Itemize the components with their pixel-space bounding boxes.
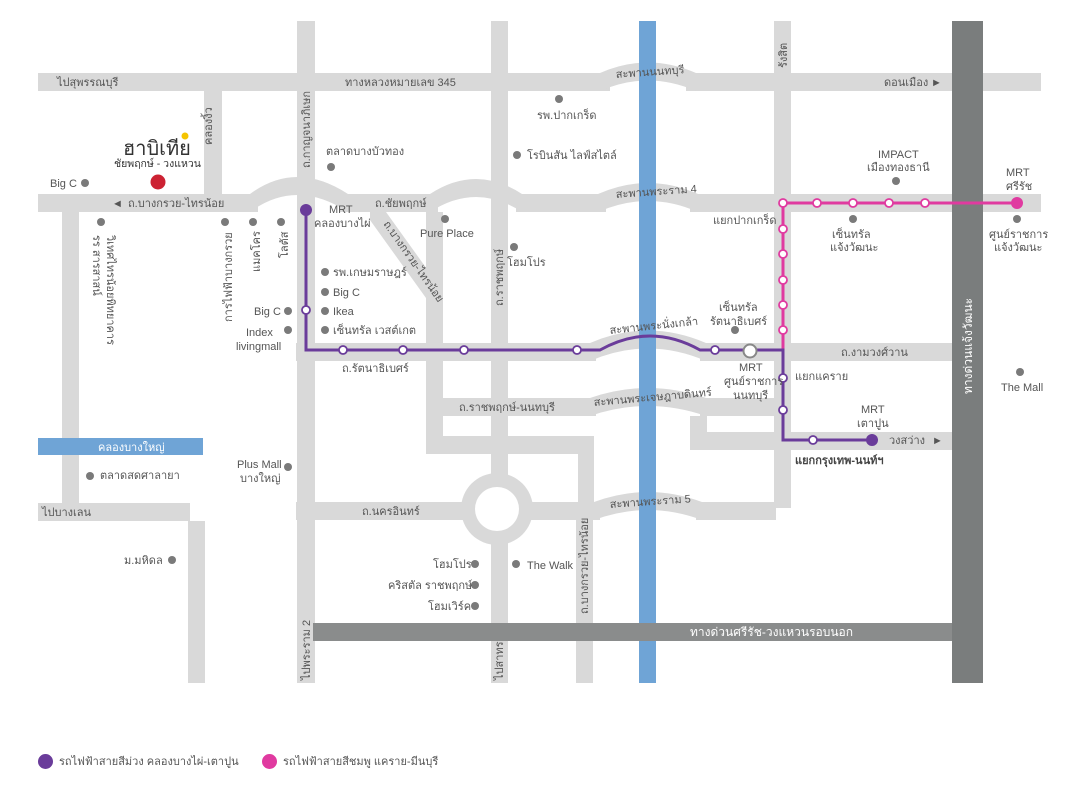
bridge-rama4-label: สะพานพระราม 4: [615, 183, 697, 201]
roundabout-center: [475, 487, 519, 531]
poi-homework: โฮมเวิร์ค: [428, 599, 471, 613]
to-suphan-label: ไปสุพรรณบุรี: [56, 76, 118, 89]
sri-rat-station-marker: [1011, 197, 1023, 209]
accent-dot: [181, 132, 189, 140]
poi-plus-mall-1: Plus Mall: [237, 459, 282, 471]
station-sri-rat-2: ศรีรัช: [1006, 180, 1032, 193]
kanchanaphisek-label: ถ.กาญจนาภิเษก: [301, 91, 313, 168]
poi-homepro-2: โฮมโปร: [433, 557, 472, 571]
ratchaphruek-nonthaburi-label: ถ.ราชพฤกษ์-นนทบุรี: [459, 401, 555, 414]
to-donmueang-label: ดอนเมือง: [884, 76, 928, 89]
pink-line-stations: [778, 198, 930, 335]
station-khlong-bang-phai-1: MRT: [329, 204, 353, 216]
nakhon-in-label: ถ.นครอินทร์: [362, 505, 420, 518]
chaengwattana-exp-label: ทางด่วนแจ้งวัฒนะ: [961, 298, 975, 394]
junction-bkk-non: แยกกรุงเทพ-นนท์ฯ: [795, 454, 884, 468]
ngam-wong-wan-label: ถ.งามวงศ์วาน: [841, 346, 908, 359]
poi-the-mall: The Mall: [1001, 382, 1043, 394]
school-road-label-2: วิเทศไทรน้อยพิทยาคาร: [104, 234, 117, 345]
poi-index: Index: [246, 327, 273, 339]
chaengwattana-expressway: [952, 21, 983, 683]
to-bang-len-label: ไปบางเลน: [41, 506, 92, 519]
station-tao-poon-1: MRT: [861, 404, 885, 416]
poi-central-ratta-1: เซ็นทรัล: [719, 300, 758, 314]
poi-mahidol: ม.มหิดล: [124, 555, 163, 567]
pink-line-swatch: [262, 753, 277, 769]
poi-pak-kret-hospital: รพ.ปากเกร็ด: [537, 108, 597, 122]
ministry-station-marker: [742, 343, 758, 359]
west-arrow: ◄: [112, 198, 123, 210]
poi-gov-center-1: ศูนย์ราชการ: [989, 228, 1048, 241]
poi-bang-bua-thong-market: ตลาดบางบัวทอง: [326, 146, 404, 158]
khlong-bang-phai-station-marker: [300, 204, 312, 216]
rattanathibet-label: ถ.รัตนาธิเบศร์: [342, 362, 409, 375]
station-khlong-bang-phai-2: คลองบางไผ่: [314, 217, 371, 230]
poi-homepro-1: โฮมโปร: [507, 255, 546, 269]
lotus-label: โลตัส: [277, 231, 291, 258]
bang-kruai-sai-noi-label: ถ.บางกรวย-ไทรน้อย: [128, 197, 224, 210]
wong-sawang-arrow: ►: [932, 435, 943, 447]
purple-line: [304, 210, 872, 442]
project-marker: [150, 174, 166, 190]
to-rama2-label: ไปพระราม 2: [300, 620, 313, 681]
station-sri-rat-1: MRT: [1006, 167, 1030, 179]
poi-plus-mall-2: บางใหญ่: [240, 472, 281, 485]
project-subtitle: ชัยพฤกษ์ - วงแหวน: [114, 157, 201, 170]
poi-big-c-west: Big C: [50, 178, 77, 190]
chao-phraya-river: [639, 21, 656, 683]
poi-livingmall: livingmall: [236, 341, 281, 353]
station-ministry-2: ศูนย์ราชการ: [724, 375, 783, 388]
poi-central-ratta-2: รัตนาธิเบศร์: [710, 315, 767, 328]
poi-muang-thong: เมืองทองธานี: [867, 161, 930, 174]
poi-the-walk: The Walk: [527, 560, 574, 572]
outer-ring-exp-label: ทางด่วนศรีรัช-วงแหวนรอบนอก: [690, 625, 853, 639]
purple-line-swatch: [38, 753, 53, 769]
khlong-bang-yai-label: คลองบางใหญ่: [98, 441, 165, 454]
station-tao-poon-2: เตาปูน: [857, 418, 889, 430]
to-donmueang-arrow: ►: [931, 77, 942, 89]
wong-sawang-label: วงสว่าง: [889, 435, 925, 447]
bridge-rama5-label: สะพานพระราม 5: [609, 493, 691, 511]
purple-line-stations: [301, 305, 818, 445]
hwy345-label: ทางหลวงหมายเลข 345: [345, 77, 456, 89]
station-ministry-1: MRT: [739, 362, 763, 374]
bridge-nonthaburi-label: สะพานนนทบุรี: [615, 63, 685, 81]
poi-impact: IMPACT: [878, 149, 919, 161]
poi-big-c-2: Big C: [333, 287, 360, 299]
legend-pink: รถไฟฟ้าสายสีชมพู แคราย-มีนบุรี: [262, 752, 438, 770]
legend-purple: รถไฟฟ้าสายสีม่วง คลองบางไผ่-เตาปูน: [38, 752, 239, 770]
bang-kruai-v-label: ถ.บางกรวย-ไทรน้อย: [578, 518, 591, 614]
school-road-label-1: รร สารสาสน์: [90, 235, 103, 296]
outer-ring-expressway: [313, 623, 953, 641]
poi-gov-center-2: แจ้งวัฒนะ: [994, 242, 1042, 254]
egat-label: การไฟฟ้าบางกรวย: [222, 232, 235, 322]
poi-big-c-3: Big C: [254, 306, 281, 318]
poi-central-chaeng-1: เซ็นทรัล: [832, 227, 871, 241]
legend-pink-label: รถไฟฟ้าสายสีชมพู แคราย-มีนบุรี: [283, 756, 439, 768]
makro-label: แมคโคร: [249, 231, 263, 272]
poi-dots: [81, 95, 1024, 610]
legend-purple-label: รถไฟฟ้าสายสีม่วง คลองบางไผ่-เตาปูน: [59, 756, 239, 768]
to-sathorn-label: ไปสาทร: [493, 641, 506, 681]
poi-pure-place: Pure Place: [420, 228, 474, 240]
junction-pak-kret: แยกปากเกร็ด: [713, 213, 777, 227]
rangsit-label: รังสิต: [778, 43, 790, 68]
ratchaphruek-label: ถ.ราชพฤกษ์: [493, 249, 506, 306]
poi-crystal: คริสตัล ราชพฤกษ์: [388, 579, 473, 592]
khlong-bang-yai-bar: [38, 438, 203, 455]
poi-salaya-market: ตลาดสดศาลายา: [100, 470, 180, 482]
chaiyaphruek-label: ถ.ชัยพฤกษ์: [375, 197, 427, 210]
poi-kasemrad: รพ.เกษมราษฎร์: [333, 266, 407, 279]
poi-robinson: โรบินสัน ไลฟ์สไตล์: [527, 148, 617, 162]
poi-ikea: Ikea: [333, 306, 355, 318]
station-ministry-3: นนทบุรี: [733, 389, 768, 402]
poi-central-chaeng-2: แจ้งวัฒนะ: [830, 242, 878, 254]
tao-poon-station-marker: [866, 434, 878, 446]
project-name: ฮาบิเทีย: [123, 136, 191, 160]
khlong-ngiu-label: คลองงิ้ว: [200, 107, 215, 145]
junction-khae-rai: แยกแคราย: [795, 371, 848, 383]
poi-central-westgate: เซ็นทรัล เวสต์เกต: [333, 323, 416, 337]
